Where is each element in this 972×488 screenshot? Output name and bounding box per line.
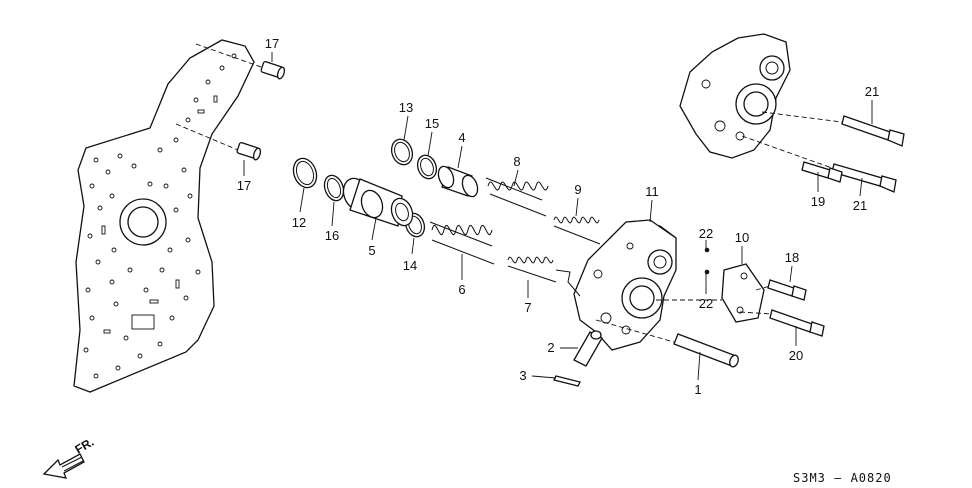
- callout-16: 16: [325, 228, 339, 243]
- callout-17: 17: [237, 178, 251, 193]
- callout-5: 5: [368, 243, 375, 258]
- callout-21: 21: [865, 84, 879, 99]
- callout-20: 20: [789, 348, 803, 363]
- snap-ring-13: [390, 138, 414, 166]
- callout-6: 6: [458, 282, 465, 297]
- callout-14: 14: [403, 258, 417, 273]
- accumulator-piston-4: [437, 165, 479, 198]
- callout-15: 15: [425, 116, 439, 131]
- callout-13: 13: [399, 100, 413, 115]
- guide-line: [195, 43, 265, 69]
- clip-3: [553, 375, 581, 387]
- accumulator-body-upper: [679, 33, 791, 159]
- callout-1: 1: [694, 382, 701, 397]
- callout-4: 4: [458, 130, 465, 145]
- leader-lines: [243, 52, 873, 381]
- callout-7: 7: [524, 300, 531, 315]
- spring-8: [485, 177, 549, 217]
- callout-22: 22: [699, 226, 713, 241]
- dowel-pin-lower: [236, 142, 262, 161]
- callout-21: 21: [853, 198, 867, 213]
- accumulator-body-center: [573, 219, 677, 351]
- callout-9: 9: [574, 182, 581, 197]
- callout-2: 2: [547, 340, 554, 355]
- front-direction-arrow: [42, 453, 85, 479]
- bolt-21-lower: [831, 163, 897, 193]
- bolt-21-upper: [841, 115, 905, 147]
- pin-1: [673, 333, 739, 368]
- guide-line: [739, 311, 773, 315]
- callout-3: 3: [519, 368, 526, 383]
- check-ball-22-lower: [704, 269, 710, 275]
- callout-10: 10: [735, 230, 749, 245]
- callout-8: 8: [513, 154, 520, 169]
- check-ball-22-upper: [704, 247, 710, 253]
- o-ring-15: [416, 154, 438, 180]
- guide-line: [761, 111, 843, 123]
- callout-22: 22: [699, 296, 713, 311]
- separator-plate: [73, 39, 255, 393]
- spring-9: [553, 216, 601, 245]
- guide-line: [755, 285, 771, 291]
- guide-line: [555, 269, 581, 297]
- bolt-18: [767, 279, 807, 301]
- dowel-pin-upper: [260, 61, 286, 80]
- bolt-19: [801, 161, 843, 183]
- snap-ring-12: [292, 157, 318, 189]
- plug-2: [573, 330, 603, 367]
- callout-12: 12: [292, 215, 306, 230]
- spring-6: [429, 221, 495, 265]
- accumulator-piston-5: [342, 177, 414, 227]
- guide-line: [595, 319, 675, 343]
- bolt-20: [769, 309, 825, 337]
- callout-19: 19: [811, 194, 825, 209]
- callout-11: 11: [645, 184, 659, 199]
- guide-line: [175, 123, 239, 151]
- front-label: FR.: [73, 435, 97, 457]
- figure-code: S3M3 — A0820: [793, 471, 892, 485]
- callout-18: 18: [785, 250, 799, 265]
- accumulator-cover-10: [721, 263, 765, 323]
- spring-7: [507, 256, 557, 283]
- o-ring-16: [323, 174, 345, 202]
- callout-17: 17: [265, 36, 279, 51]
